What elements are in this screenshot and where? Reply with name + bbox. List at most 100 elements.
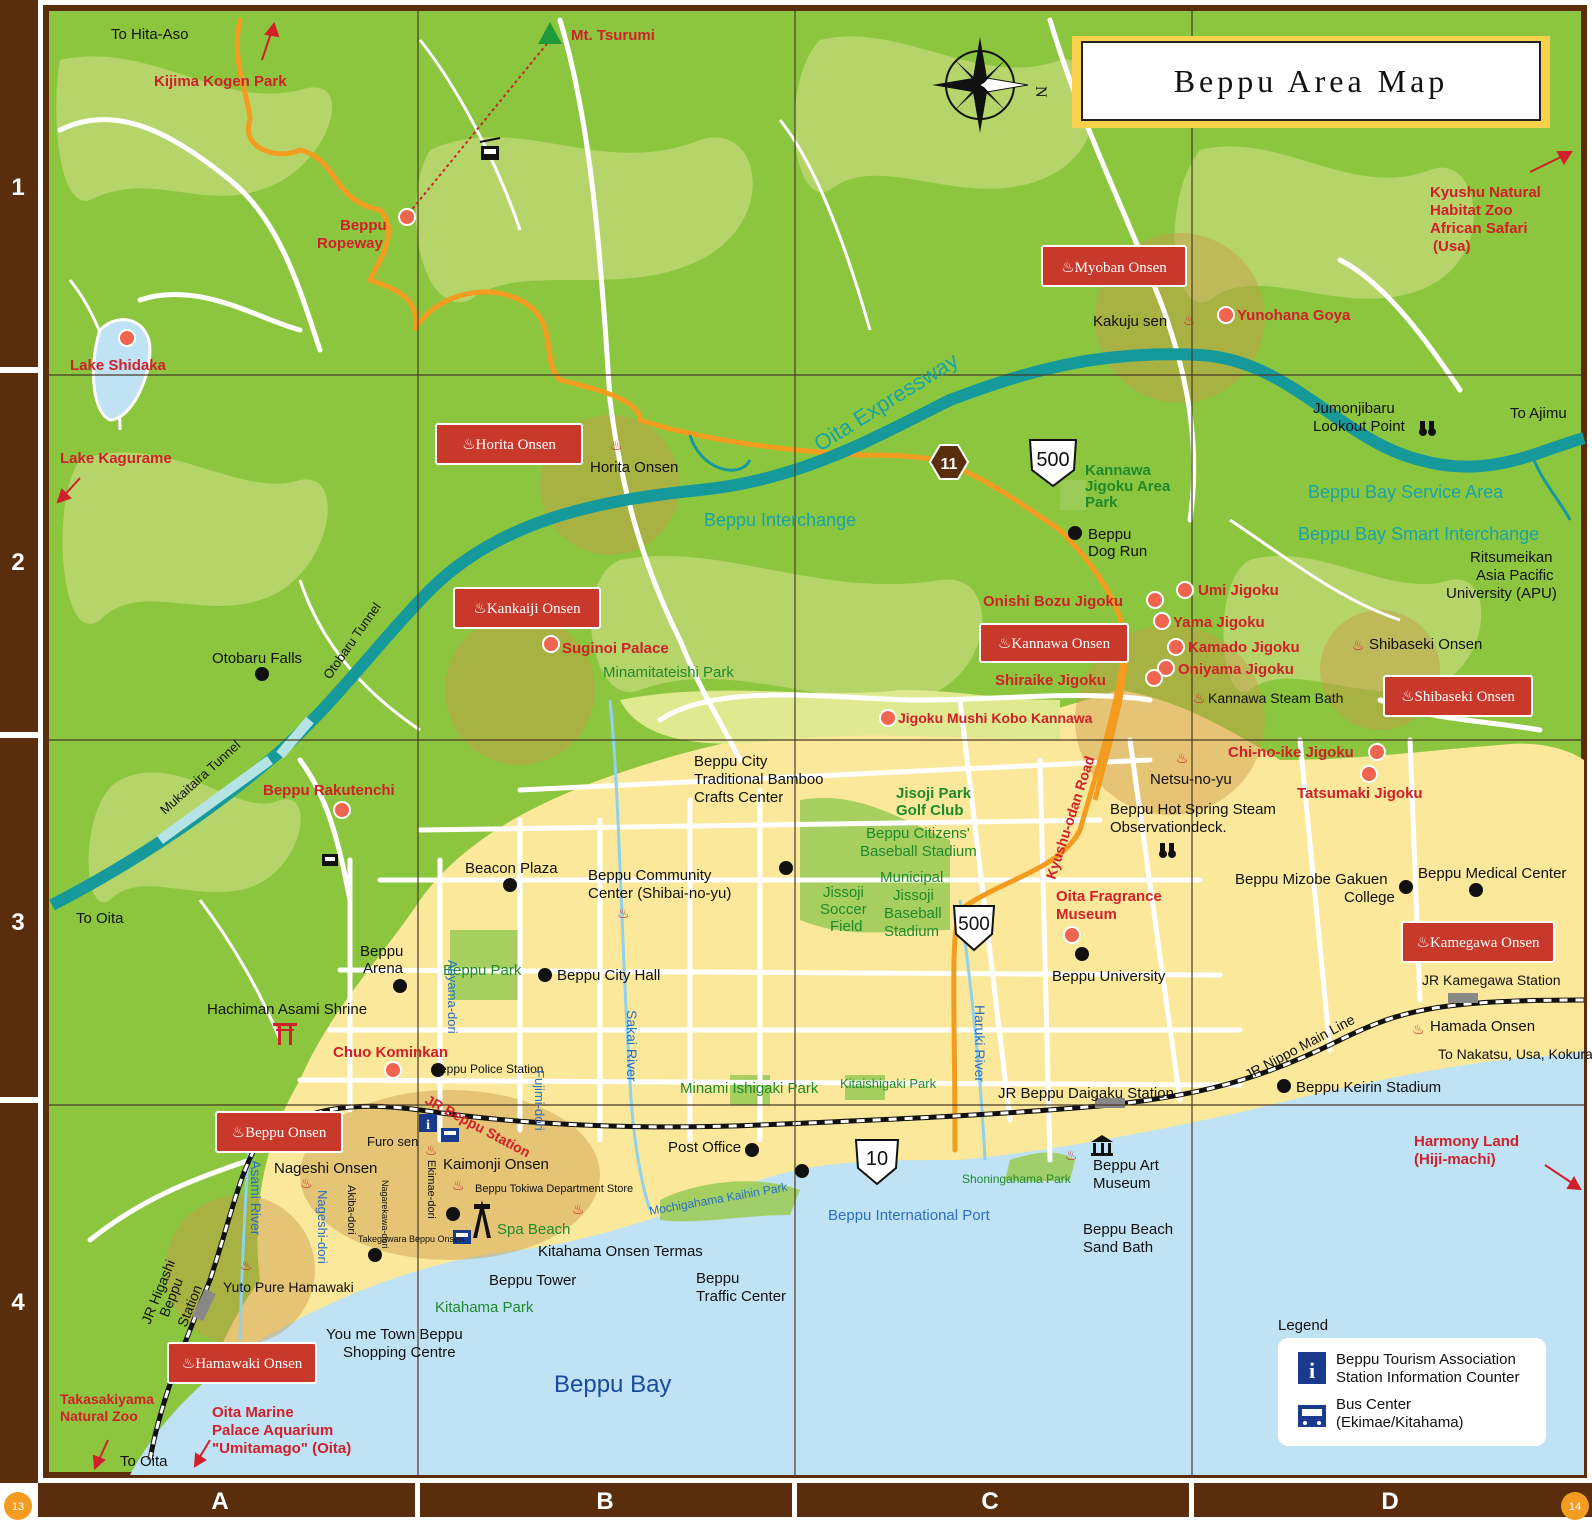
label-beppu-bay: Beppu Bay (554, 1371, 671, 1398)
kaihin-park-area (660, 1181, 800, 1222)
route-11-shield (928, 444, 970, 480)
spot-marker-kamado (1167, 638, 1185, 656)
title-box (1081, 41, 1541, 121)
label-soccer-2: Soccer (820, 901, 867, 918)
onsen-badge-shibaseki: ♨Shibaseki Onsen (1383, 675, 1533, 717)
label-jigoku-mushi-kobo: Jigoku Mushi Kobo Kannawa (898, 710, 1093, 726)
route-500-number-south: 500 (958, 914, 990, 935)
label-daigaku-station: JR Beppu Daigaku Station (998, 1085, 1174, 1102)
spot-marker-rakutenchi (333, 801, 351, 819)
label-to-oita-west: To Oita (76, 910, 124, 927)
bus-icon (453, 1230, 471, 1244)
label-arena-1: Beppu (360, 943, 403, 960)
sakai-river-line (608, 699, 652, 1211)
label-fujimi-dori: Fujimi-dori (532, 1070, 547, 1131)
spot-marker-tatsumaki (1360, 765, 1378, 783)
label-apu-3: University (APU) (1446, 585, 1557, 602)
label-kitahama-park: Kitahama Park (435, 1299, 534, 1316)
spot-markers (118, 208, 1386, 1079)
hot-spring-icon-furo: ♨ (425, 1143, 438, 1159)
label-apu-1: Ritsumeikan (1470, 549, 1553, 566)
label-yama-jigoku: Yama Jigoku (1173, 614, 1265, 631)
spot-marker-umi (1176, 581, 1194, 599)
spot-marker-suginoi (542, 635, 560, 653)
onsen-badge-kamegawa: ♨Kamegawa Onsen (1401, 921, 1555, 963)
spot-marker-chuo (384, 1061, 402, 1079)
label-international-port: Beppu International Port (828, 1207, 991, 1224)
label-netsu-no-yu: Netsu-no-yu (1150, 771, 1232, 788)
label-traffic-center-2: Traffic Center (696, 1288, 786, 1305)
orange-routes (234, 17, 1128, 1153)
row-label-2: 2 (11, 549, 24, 576)
map-title: Beppu Area Map (1174, 63, 1449, 99)
label-beppu-tower: Beppu Tower (489, 1272, 576, 1289)
label-dog-run-2: Dog Run (1088, 543, 1147, 560)
legend-bus-line2: (Ekimae/Kitahama) (1336, 1414, 1464, 1431)
label-youme-town-1: You me Town Beppu (326, 1326, 463, 1343)
label-shiraike-jigoku: Shiraike Jigoku (995, 672, 1106, 689)
ropeway-gondola-icon (479, 137, 501, 160)
grid-lines (46, 8, 1584, 1475)
label-kannawa-park-3: Park (1085, 494, 1118, 511)
route-10-shield (854, 1139, 900, 1186)
row-label-3: 3 (11, 909, 24, 936)
label-soccer-3: Field (830, 918, 863, 935)
page-number-right-badge (1561, 1492, 1589, 1520)
label-bamboo-2: Traditional Bamboo (694, 771, 824, 788)
legend-info-line1: Beppu Tourism Association (1336, 1351, 1516, 1368)
svg-text:♨Myoban Onsen: ♨Myoban Onsen (1061, 260, 1167, 276)
legend-bus-line1: Bus Center (1336, 1396, 1411, 1413)
label-harmony-land-1: Harmony Land (1414, 1133, 1519, 1150)
hot-spring-icon-kaimonji: ♨ (452, 1178, 465, 1194)
label-lake-shidaka: Lake Shidaka (70, 357, 167, 374)
label-kyushu-zoo-4: (Usa) (1433, 238, 1471, 255)
label-aquarium-1: Oita Marine (212, 1404, 294, 1421)
mountain-peak-icon (538, 22, 562, 44)
label-mt-tsurumi: Mt. Tsurumi (571, 27, 655, 44)
label-kakuju-sen: Kakuju sen (1093, 313, 1167, 330)
label-akiba-dori: Akiba-dori (345, 1185, 357, 1235)
label-fragrance-2: Museum (1056, 906, 1117, 923)
route-500-shield-north (1028, 439, 1078, 488)
asami-river-line (238, 1129, 252, 1341)
label-service-area: Beppu Bay Service Area (1308, 482, 1504, 502)
label-steam-observation-2: Observationdeck. (1110, 819, 1227, 836)
label-to-ajimu: To Ajimu (1510, 405, 1567, 422)
label-asami-river: Asami River (248, 1160, 264, 1236)
spot-marker-yama (1153, 612, 1171, 630)
beppu-bay-sea (130, 1050, 1584, 1475)
label-mizobe-2: College (1344, 889, 1395, 906)
label-kamegawa-station: JR Kamegawa Station (1422, 972, 1561, 988)
col-a-bar (38, 1483, 415, 1517)
label-kitaishigaki-park: Kitaishigaki Park (840, 1076, 937, 1091)
info-icon: i (1298, 1352, 1326, 1384)
spot-marker-ropeway (398, 208, 416, 226)
label-onishi-bozu: Onishi Bozu Jigoku (983, 593, 1123, 610)
bus-icon (1298, 1405, 1326, 1427)
page-number-left: 13 (12, 1501, 24, 1513)
col-label-b: B (596, 1488, 613, 1515)
hot-spring-icon-kakuju: ♨ (1183, 313, 1196, 329)
label-umi-jigoku: Umi Jigoku (1198, 582, 1279, 599)
label-lake-kagurame: Lake Kagurame (60, 450, 172, 467)
label-beppu-rakutenchi: Beppu Rakutenchi (263, 782, 395, 799)
label-beppu-park: Beppu Park (443, 962, 522, 979)
label-to-oita-south: To Oita (120, 1453, 168, 1470)
col-label-c: C (981, 1488, 998, 1515)
label-furo-sen: Furo sen (367, 1134, 418, 1149)
label-tatsumaki: Tatsumaki Jigoku (1297, 785, 1423, 802)
label-sand-bath-1: Beppu Beach (1083, 1221, 1173, 1238)
label-medical-center: Beppu Medical Center (1418, 865, 1566, 882)
label-yuto-pure-hamawaki: Yuto Pure Hamawaki (223, 1279, 354, 1295)
label-municipal-4: Stadium (884, 923, 939, 940)
label-takasakiyama-2: Natural Zoo (60, 1408, 138, 1424)
label-community-center-1: Beppu Community (588, 867, 712, 884)
label-hamada-onsen: Hamada Onsen (1430, 1018, 1535, 1035)
hot-spring-icon-community: ♨ (617, 906, 630, 922)
svg-text:♨Kannawa Onsen: ♨Kannawa Onsen (998, 636, 1111, 652)
svg-text:♨Horita Onsen: ♨Horita Onsen (462, 437, 556, 453)
label-citizens-baseball-2: Baseball Stadium (860, 843, 977, 860)
hot-spring-icon-horita: ♨ (610, 438, 623, 454)
col-label-d: D (1381, 1488, 1398, 1515)
label-beppu-university: Beppu University (1052, 968, 1166, 985)
